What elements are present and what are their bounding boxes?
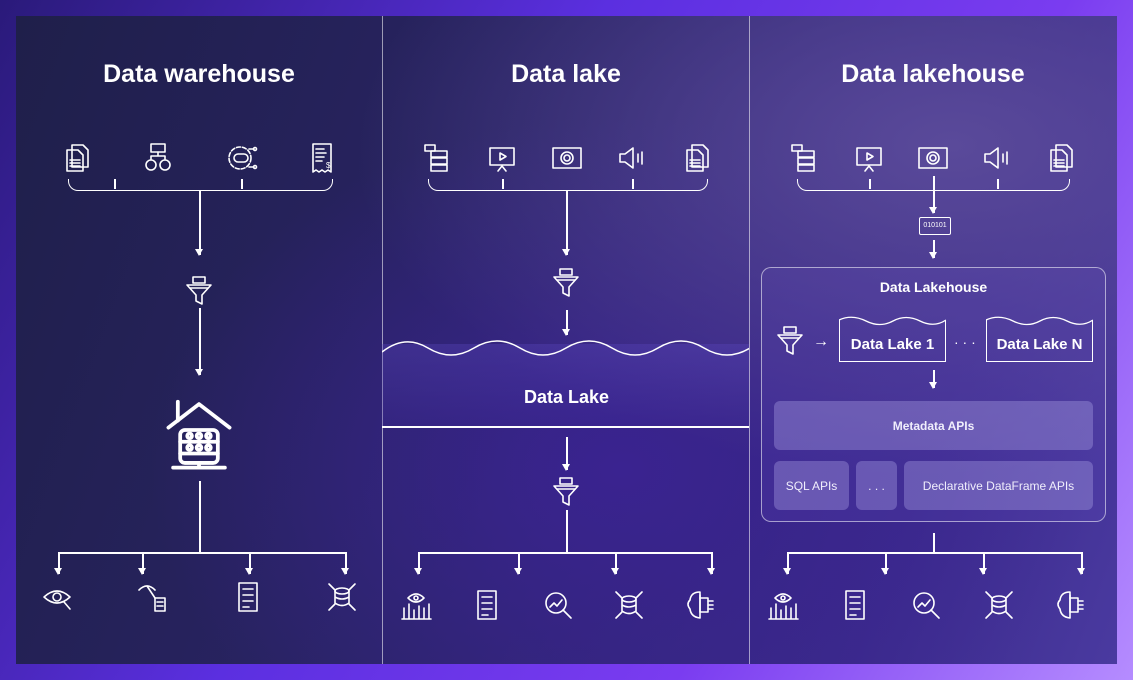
lakehouse-title: Data lakehouse: [841, 60, 1025, 88]
flow-arrow: [196, 191, 202, 256]
dashboard-icon: [399, 588, 433, 622]
documents-icon: [680, 141, 714, 175]
funnel-icon: [182, 274, 216, 308]
camera-icon: [916, 141, 950, 175]
ai-database-icon: [325, 580, 359, 614]
audio-icon: [980, 141, 1014, 175]
camera-icon: [550, 141, 584, 175]
warehouse-icon: [157, 390, 241, 470]
data-mining-icon: [135, 580, 169, 614]
lakehouse-box-title: Data Lakehouse: [879, 279, 988, 295]
ai-database-icon: [982, 588, 1016, 622]
lake-wave: [382, 340, 749, 356]
source-bracket: [68, 179, 333, 191]
lake-title: Data lake: [511, 60, 621, 88]
column-divider: [749, 16, 750, 664]
architecture-comparison: Data warehouse $ Data lake Data Lake Dat…: [16, 16, 1117, 664]
server-icon: [788, 141, 822, 175]
audio-icon: [615, 141, 649, 175]
metadata-apis: Metadata APIs: [774, 401, 1093, 450]
search-chart-icon: [909, 588, 943, 622]
data-lake-1: Data Lake 1: [839, 320, 946, 362]
report-list-icon: [838, 588, 872, 622]
lakehouse-box: [761, 267, 1106, 522]
crm-icon: [141, 141, 175, 175]
lake-ellipsis: · · ·: [954, 334, 976, 350]
erp-icon: [225, 141, 259, 175]
arrow-right-icon: →: [813, 333, 829, 350]
dataframe-apis: Declarative DataFrame APIs: [904, 461, 1093, 510]
warehouse-title: Data warehouse: [103, 60, 295, 88]
video-icon: [852, 141, 886, 175]
search-chart-icon: [541, 588, 575, 622]
report-list-icon: [231, 580, 265, 614]
column-divider: [382, 16, 383, 664]
data-lake-band: [382, 344, 749, 426]
documents-icon: [1044, 141, 1078, 175]
sql-apis: SQL APIs: [774, 461, 849, 510]
svg-text:$: $: [326, 161, 331, 170]
api-ellipsis: . . .: [856, 461, 897, 510]
binary-stream-icon: 010101: [919, 217, 951, 235]
data-lake-label: Data Lake: [523, 387, 610, 407]
funnel-icon: [549, 475, 583, 509]
source-bracket: [428, 179, 708, 191]
funnel-icon: [773, 324, 807, 358]
video-icon: [485, 141, 519, 175]
analytics-eye-icon: [40, 580, 74, 614]
documents-icon: [60, 141, 94, 175]
dashboard-icon: [766, 588, 800, 622]
invoice-icon: $: [305, 141, 339, 175]
data-lake-n: Data Lake N: [986, 320, 1093, 362]
funnel-icon: [549, 266, 583, 300]
flow-arrow: [196, 308, 202, 376]
report-list-icon: [470, 588, 504, 622]
ai-database-icon: [612, 588, 646, 622]
server-icon: [421, 141, 455, 175]
brain-chip-icon: [1053, 588, 1087, 622]
brain-chip-icon: [683, 588, 717, 622]
